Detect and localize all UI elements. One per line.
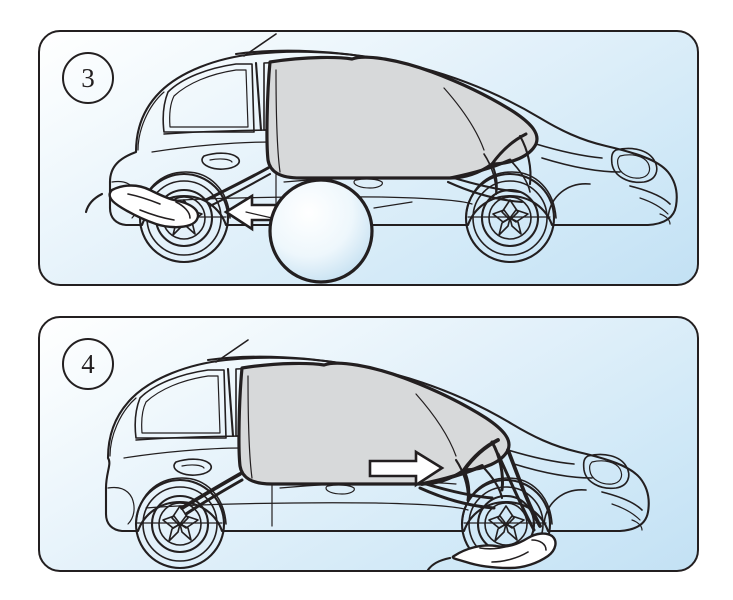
front-wheel: [464, 171, 557, 264]
door-handle: [201, 152, 240, 170]
strap-to-wheel: [204, 166, 272, 208]
step-number-badge: 4: [62, 338, 114, 390]
windshield-cover: [265, 55, 539, 180]
direction-arrow-right: [368, 449, 445, 488]
strap-to-rear-wheel: [496, 448, 542, 532]
hand-pulling-strap: [84, 184, 200, 229]
step-4-illustration: [104, 339, 650, 570]
wheel-spokes: [162, 505, 199, 542]
instruction-panel-step-4: 4: [38, 316, 699, 572]
cover-straps: [418, 438, 504, 510]
front-door-handle: [325, 484, 355, 495]
instruction-panel-step-3: 3: [38, 30, 699, 286]
car-front-end: [507, 449, 643, 531]
hand-pulling-strap: [426, 532, 557, 570]
front-door-handle: [353, 178, 383, 189]
car-front-end: [535, 143, 671, 225]
door-handle: [173, 458, 212, 476]
detail-magnifier-circle: [245, 178, 413, 284]
step-3-illustration: [84, 33, 678, 284]
windshield-cover: [237, 361, 511, 486]
step-number-badge: 3: [62, 52, 114, 104]
wheel-spokes: [488, 505, 525, 542]
front-wheel: [134, 477, 227, 570]
wheel-spokes: [492, 199, 529, 236]
